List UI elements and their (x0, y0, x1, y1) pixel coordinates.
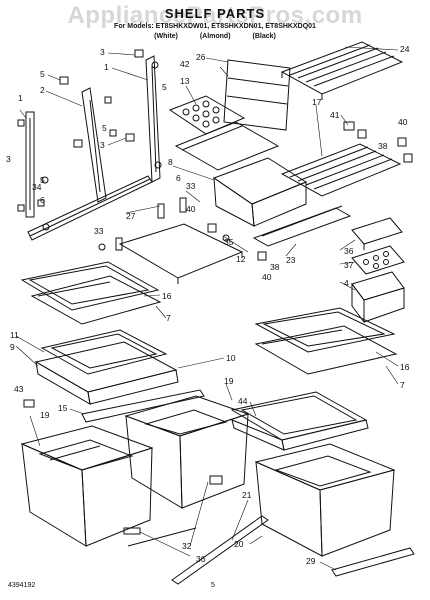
callout-3: 3 (100, 47, 105, 57)
callout-24: 24 (400, 44, 410, 54)
callout-12: 12 (236, 254, 246, 264)
shelf-supports (115, 197, 267, 261)
callout-23: 23 (286, 255, 296, 265)
document-number: 4394192 (8, 582, 36, 589)
egg-tray (168, 95, 246, 135)
callout-41b: 40 (186, 204, 196, 214)
drawer-slides (123, 475, 223, 547)
callout-1: 1 (18, 93, 23, 103)
callout-13: 13 (180, 76, 190, 86)
snack-shelf (174, 121, 280, 171)
wire-shelf-right (280, 143, 402, 197)
callout-43: 42 (180, 59, 190, 69)
page-number: 5 (211, 582, 215, 589)
variant-almond: (Almond) (199, 33, 231, 40)
right-shelf-rail (145, 55, 161, 183)
callout-6b: 6 (176, 173, 181, 183)
callout-44: 44 (238, 396, 248, 406)
callout-3c: 3 (100, 140, 105, 150)
crisper-cover-frame (223, 59, 291, 131)
shelf-hinge (343, 121, 413, 163)
callout-40: 43 (14, 384, 24, 394)
glass-shelf-right-lower (230, 391, 369, 451)
callout-36: 36 (196, 554, 206, 564)
callout-8: 8 (168, 157, 173, 167)
callout-4: 4 (344, 278, 349, 288)
callout-29: 29 (306, 556, 316, 566)
callout-9: 9 (10, 342, 15, 352)
wire-shelf-lower (252, 205, 352, 247)
callout-1b: 1 (104, 62, 109, 72)
callout-33: 33 (186, 181, 196, 191)
variant-black: (Black) (252, 33, 276, 40)
callout-38: 37 (344, 260, 354, 270)
screw-icons (41, 61, 230, 251)
callout-labels: 1 1 2 3 3 3 5 5 5 5 6 6 34 42 13 26 24 1… (6, 44, 410, 566)
model-numbers: For Models: ET8SHKXDW01, ET8SHKXDN01, ET… (114, 23, 316, 30)
callout-10: 10 (226, 353, 236, 363)
callout-17: 17 (312, 97, 322, 107)
callout-7: 7 (166, 313, 171, 323)
glass-shelf-left (20, 261, 162, 325)
callout-5d: 5 (40, 175, 45, 185)
watermark-text: AppliancePartsPros.com (67, 2, 363, 29)
crisper-drawer-left (20, 425, 154, 547)
callout-39: 38 (378, 141, 388, 151)
callout-33b: 33 (94, 226, 104, 236)
callout-21: 21 (242, 490, 252, 500)
snack-drawer (212, 157, 308, 227)
shelf-frame-left (34, 329, 179, 405)
support-rods (171, 515, 415, 585)
color-variants: (White) (Almond) (Black) (0, 33, 430, 40)
callout-42: 41 (330, 110, 340, 120)
leader-lines (15, 46, 399, 571)
left-shelf-rail (25, 111, 35, 218)
glass-shelf-right (254, 307, 398, 375)
callout-41c: 40 (262, 272, 272, 282)
callout-34: 34 (32, 182, 42, 192)
rear-shelf-rail (81, 87, 107, 203)
diagram-title: SHELF PARTS (164, 6, 266, 21)
dairy-bin (351, 271, 405, 324)
callout-16b: 16 (400, 362, 410, 372)
shelf-trim-bar (27, 175, 153, 241)
callout-5b: 5 (162, 82, 167, 92)
callout-2: 2 (40, 85, 45, 95)
crisper-drawer-right (254, 443, 396, 557)
wire-shelf-top (280, 41, 404, 100)
callout-15: 15 (58, 403, 68, 413)
butter-tray (351, 245, 405, 275)
callout-19: 19 (40, 410, 50, 420)
crisper-cover-rail (81, 389, 205, 423)
drawer-stop (23, 399, 35, 408)
cantilever-shelf (118, 223, 244, 284)
callout-16: 16 (162, 291, 172, 301)
callout-41: 40 (398, 117, 408, 127)
callout-20: 20 (234, 539, 244, 549)
crisper-drawer-center (124, 395, 250, 509)
callout-5c: 5 (102, 123, 107, 133)
callout-3b: 3 (6, 154, 11, 164)
callout-39b: 38 (270, 262, 280, 272)
callout-27: 27 (126, 211, 136, 221)
callout-5: 5 (40, 69, 45, 79)
variant-white: (White) (154, 33, 178, 40)
rail-clips (17, 49, 144, 212)
callout-7b: 7 (400, 380, 405, 390)
callout-11: 11 (10, 330, 19, 340)
callout-19b: 19 (224, 376, 234, 386)
callout-35: 35 (224, 237, 234, 247)
callout-26: 26 (196, 52, 206, 62)
callout-6: 6 (40, 195, 45, 205)
callout-32: 32 (182, 541, 192, 551)
dairy-door (351, 217, 403, 250)
callout-37: 36 (344, 246, 354, 256)
